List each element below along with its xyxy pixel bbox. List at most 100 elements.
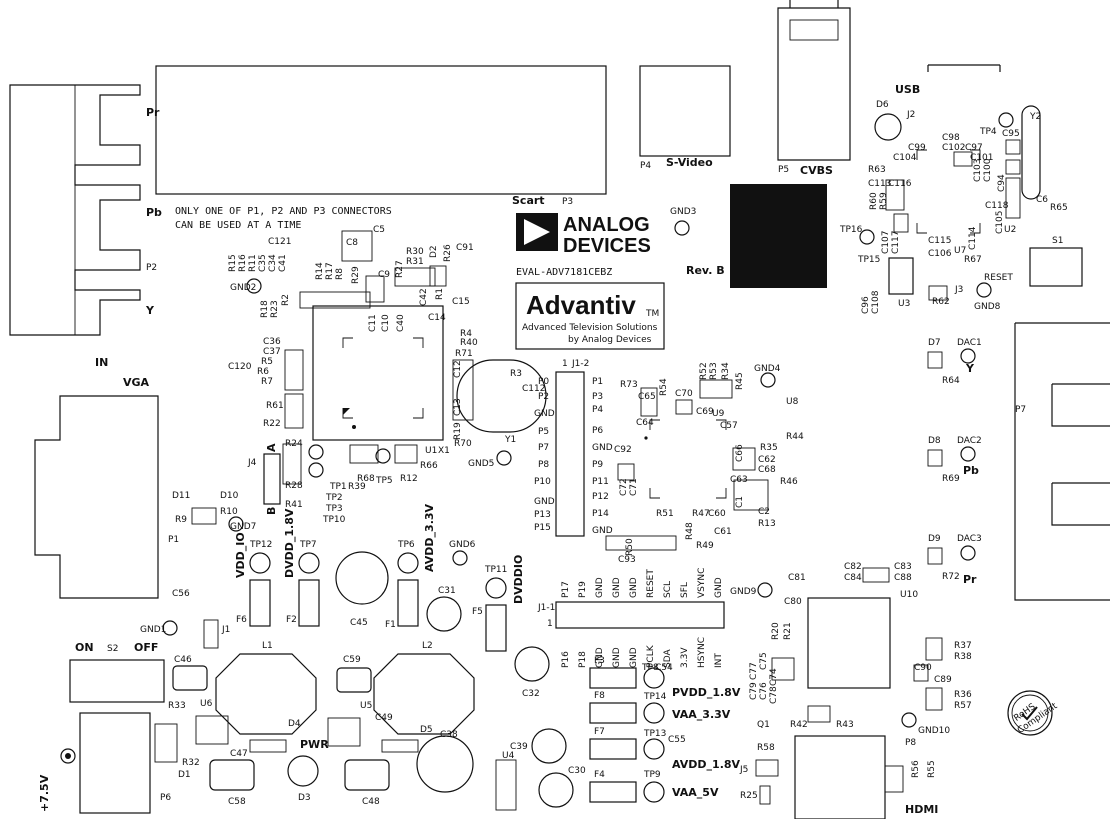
ref-label: R51 (656, 509, 674, 519)
ref-label: R27 (395, 260, 405, 278)
ref-label: C84 (844, 573, 862, 583)
power-jack-p6: +7.5V P6 (38, 712, 171, 814)
ferrite-f6 (249, 579, 271, 627)
ref-label: C80 (784, 597, 802, 607)
ref-label: R59 (879, 192, 889, 210)
ref-label: C6 (1036, 195, 1048, 205)
testpoint-tp7 (298, 552, 320, 574)
ref-label: GND3 (670, 207, 696, 217)
ref-label: C2 (758, 507, 770, 517)
ref-label: TP8 (641, 663, 659, 673)
j2-label: J2 (906, 110, 915, 120)
ref-label: C113 (868, 179, 891, 189)
pin-label: SDA (663, 649, 673, 668)
ref-label: D6 (876, 100, 889, 110)
pin-label: INT (714, 653, 724, 668)
rca-output-connector-p7: P7 DAC1 Y DAC2 Pb DAC3 Pr (957, 322, 1110, 601)
ref-label: R4 (460, 329, 472, 339)
testpoint-tp16 (859, 229, 875, 245)
y-out-label: Y (965, 362, 975, 375)
ref-label: C121 (268, 237, 291, 247)
encoder-chip-u9 (644, 419, 727, 499)
avdd-18-label: AVDD_1.8V (672, 758, 741, 771)
ref-label: C48 (362, 797, 380, 807)
analog-devices-logo: ANALOG DEVICES (516, 213, 651, 257)
ref-label: U6 (200, 699, 213, 709)
pin-label: GND (714, 577, 724, 598)
dvdd-18-label: DVDD_1.8V (283, 508, 296, 578)
decoder-chip-u1: U1 X1 (312, 305, 450, 456)
capacitor-c58 (209, 759, 255, 791)
dac1-testpoint (960, 348, 976, 364)
ref-label: C78 (769, 686, 779, 704)
ref-label: C31 (438, 586, 456, 596)
j1-2-label: J1-2 (571, 359, 589, 369)
ref-label: R7 (261, 377, 273, 387)
revision-label: Rev. B (686, 264, 725, 277)
ref-label: R58 (757, 743, 775, 753)
ref-label: Y2 (1029, 112, 1041, 122)
ref-label: C72 (619, 478, 629, 496)
ref-label: C70 (675, 389, 693, 399)
pin-label: VSYNC (697, 568, 707, 598)
pin-label: GND (629, 647, 639, 668)
ref-label: R70 (454, 439, 472, 449)
ref-label: R36 (954, 690, 972, 700)
ref-label: C62 (758, 455, 776, 465)
ref-label: U5 (360, 701, 372, 711)
testpoint-gnd7 (228, 516, 244, 532)
ref-label: F3 (594, 656, 605, 666)
ref-label: TP4 (979, 127, 997, 137)
ref-label: R52 (699, 362, 709, 380)
ref-label: U3 (898, 299, 910, 309)
pin-label: P0 (538, 377, 549, 387)
ferrite-f8 (589, 702, 637, 724)
advantiv-tm: TM (645, 309, 659, 319)
ref-label: C91 (456, 243, 474, 253)
ref-label: R26 (443, 244, 453, 262)
y-label: Y (145, 304, 155, 317)
ref-label: C74 (769, 668, 779, 686)
ref-label: R20 (771, 622, 781, 640)
ferrite-f3 (589, 667, 637, 689)
ref-label: C108 (871, 290, 881, 314)
ref-label: U9 (712, 409, 725, 419)
ref-label: C66 (735, 444, 745, 462)
ref-label: R50 (625, 538, 635, 556)
pb-out-label: Pb (963, 464, 979, 477)
ref-label: R29 (351, 266, 361, 284)
hdmi-label: HDMI (905, 803, 938, 816)
testpoint-gnd4 (760, 372, 776, 388)
pb-label: Pb (146, 206, 162, 219)
ref-label: C32 (522, 689, 540, 699)
cvbs-connector: P5 CVBS (777, 0, 851, 177)
ref-label: C117 (891, 231, 901, 254)
ref-label: C92 (614, 445, 632, 455)
ref-label: R25 (740, 791, 758, 801)
ref-label: C82 (844, 562, 862, 572)
y1-label: Y1 (504, 435, 516, 445)
ref-label: D7 (928, 338, 941, 348)
ref-label: GND1 (140, 625, 166, 635)
testpoint-gnd2 (246, 278, 262, 294)
ref-label: C64 (636, 418, 654, 428)
ref-label: C68 (758, 465, 776, 475)
ref-label: C65 (638, 392, 656, 402)
ref-label: C104 (893, 153, 917, 163)
inductor-l2 (373, 653, 475, 735)
ref-label: TP6 (397, 540, 415, 550)
ref-label: C36 (263, 337, 281, 347)
ref-label: C15 (452, 297, 470, 307)
ref-label: R10 (220, 507, 238, 517)
pin-label: P4 (592, 405, 603, 415)
pin-label: P14 (592, 509, 609, 519)
vdd-io-label: VDD_IO (234, 532, 247, 578)
in-label: IN (95, 356, 108, 369)
ref-label: D11 (172, 491, 190, 501)
pr-label: Pr (146, 106, 160, 119)
s1-label: S1 (1052, 236, 1063, 246)
ref-label: TP3 (325, 504, 343, 514)
testpoint-tp5 (375, 448, 391, 464)
ref-label: R62 (932, 297, 950, 307)
